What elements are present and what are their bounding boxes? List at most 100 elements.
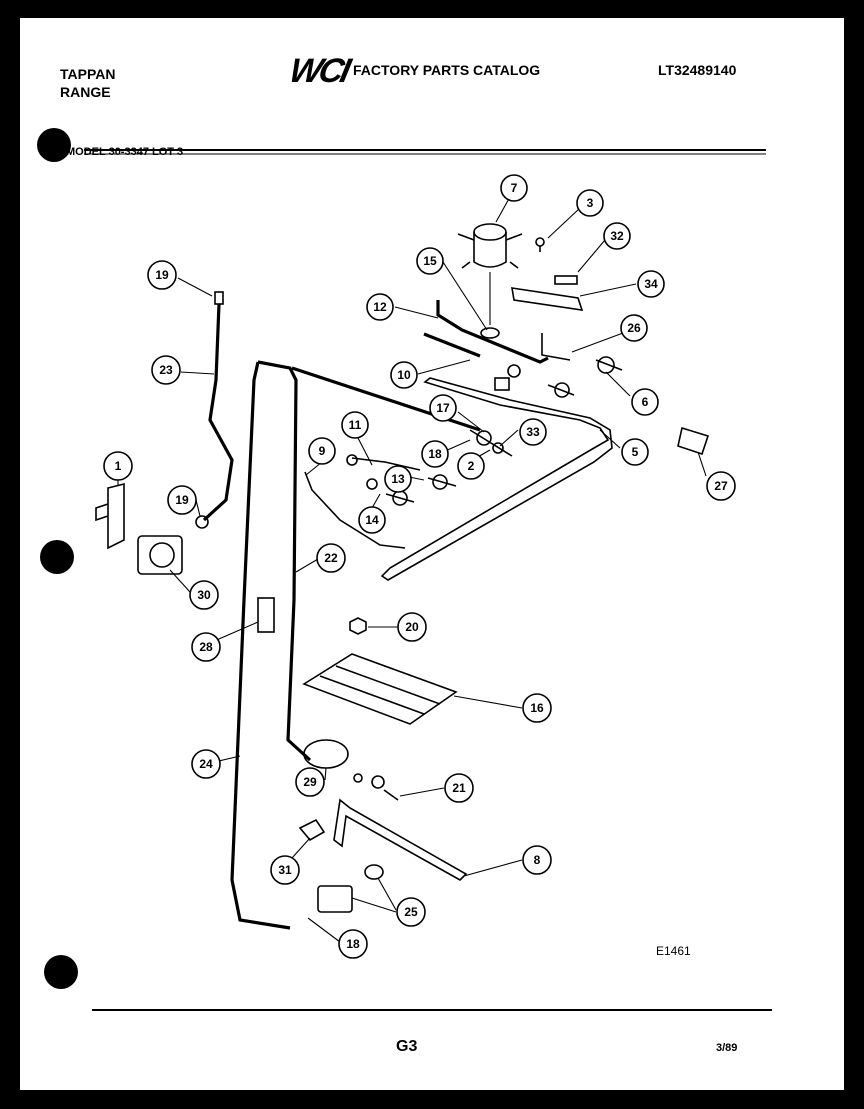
burner-valve-part: [346, 454, 457, 506]
svg-text:28: 28: [199, 640, 213, 654]
callout-3: 3: [576, 189, 604, 217]
svg-text:2: 2: [468, 459, 475, 473]
washer-part: [480, 327, 500, 339]
svg-text:20: 20: [405, 620, 419, 634]
callout-13: 13: [384, 465, 412, 493]
callout-labels: 7 3 32 34 15 12 26 10 6 17 33 5 11 18 2 …: [103, 174, 736, 959]
callout-24: 24: [191, 749, 221, 779]
callout-15: 15: [416, 247, 444, 275]
diagram-code: E1461: [656, 944, 691, 958]
regulator-part: [137, 535, 183, 575]
mounting-bracket-part: [95, 482, 125, 550]
manifold-bracket-part: [494, 377, 510, 391]
svg-text:19: 19: [155, 268, 169, 282]
callout-27: 27: [706, 471, 736, 501]
svg-text:18: 18: [428, 447, 442, 461]
svg-text:3: 3: [587, 196, 594, 210]
callout-20: 20: [397, 612, 427, 642]
svg-text:31: 31: [278, 863, 292, 877]
fitting-nut-part: [214, 291, 224, 305]
binder-hole-bottom: [44, 955, 78, 989]
main-gas-line-part: [230, 361, 291, 930]
svg-text:24: 24: [199, 757, 213, 771]
callout-16: 16: [522, 693, 552, 723]
callout-18-lower: 18: [338, 929, 368, 959]
screw-part: [535, 237, 545, 252]
svg-text:26: 26: [627, 321, 641, 335]
switch-bracket-part: [511, 287, 584, 311]
svg-text:13: 13: [391, 472, 405, 486]
svg-text:32: 32: [610, 229, 624, 243]
fitting-nut-part: [195, 515, 209, 529]
brand-name: TAPPAN: [60, 66, 116, 82]
main-gas-line-part: [257, 360, 312, 762]
callout-30: 30: [189, 580, 219, 610]
svg-text:14: 14: [365, 513, 379, 527]
hex-nut-part: [349, 617, 367, 635]
safety-valve-part: [317, 864, 384, 913]
switch-box-part: [257, 597, 275, 633]
svg-text:23: 23: [159, 363, 173, 377]
callout-6: 6: [631, 388, 659, 416]
svg-text:10: 10: [397, 368, 411, 382]
svg-text:22: 22: [324, 551, 338, 565]
callout-11: 11: [341, 411, 369, 439]
callout-19-lower: 19: [167, 485, 197, 515]
catalog-title: FACTORY PARTS CATALOG: [353, 62, 541, 78]
callout-1: 1: [103, 451, 133, 481]
svg-text:8: 8: [534, 853, 541, 867]
pilot-tube-part: [541, 333, 571, 361]
callout-12: 12: [366, 293, 394, 321]
callout-21: 21: [444, 773, 474, 803]
svg-text:7: 7: [511, 181, 518, 195]
svg-text:16: 16: [530, 701, 544, 715]
callout-31: 31: [270, 855, 300, 885]
part-drawings: [95, 223, 710, 930]
svg-text:19: 19: [175, 493, 189, 507]
orifice-tube-part: [423, 332, 481, 358]
callout-17: 17: [429, 394, 457, 422]
manifold-part: [380, 377, 613, 581]
svg-text:18: 18: [346, 937, 360, 951]
svg-text:21: 21: [452, 781, 466, 795]
callout-28: 28: [191, 632, 221, 662]
svg-text:34: 34: [644, 277, 658, 291]
svg-text:12: 12: [373, 300, 387, 314]
binder-hole-middle: [40, 540, 74, 574]
callout-5: 5: [621, 438, 649, 466]
svg-text:30: 30: [197, 588, 211, 602]
callout-29: 29: [295, 767, 325, 797]
callout-22: 22: [316, 543, 346, 573]
page-number: G3: [396, 1038, 418, 1055]
binder-hole-top: [37, 128, 71, 162]
svg-text:9: 9: [319, 444, 326, 458]
clip-part: [298, 818, 326, 842]
leader-lines: [117, 194, 707, 943]
callout-32: 32: [603, 222, 631, 250]
svg-text:5: 5: [632, 445, 639, 459]
callout-26: 26: [620, 314, 648, 342]
callout-23: 23: [151, 355, 181, 385]
product-type: RANGE: [60, 84, 111, 100]
gas-tube-part: [202, 303, 234, 522]
svg-text:33: 33: [526, 425, 540, 439]
svg-text:27: 27: [714, 479, 728, 493]
bracket-part: [554, 275, 578, 285]
oven-burner-part: [333, 798, 468, 881]
oven-switch-part: [677, 426, 710, 456]
callout-33: 33: [519, 418, 547, 446]
valve-part: [507, 356, 623, 398]
svg-text:11: 11: [349, 418, 362, 432]
igniter-part: [353, 773, 399, 801]
callout-19-upper: 19: [147, 260, 177, 290]
svg-text:6: 6: [642, 395, 649, 409]
svg-text:25: 25: [404, 905, 418, 919]
callout-25: 25: [396, 897, 426, 927]
callout-34: 34: [637, 270, 665, 298]
svg-text:17: 17: [436, 401, 450, 415]
callout-18-upper: 18: [421, 440, 449, 468]
burner-pipe-part: [436, 300, 549, 364]
svg-text:1: 1: [115, 459, 122, 473]
callout-2: 2: [457, 452, 485, 480]
